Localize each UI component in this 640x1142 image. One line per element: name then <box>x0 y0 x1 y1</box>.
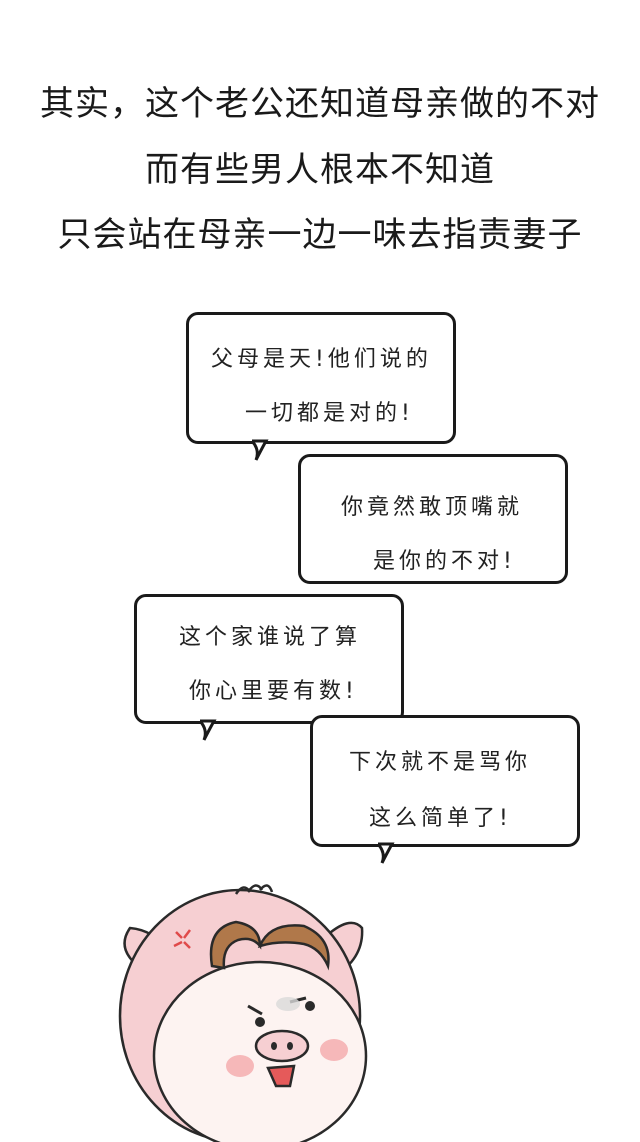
caption-line-2: 而有些男人根本不知道 <box>145 150 495 190</box>
bubble-1-line-2: 一切都是对的! <box>245 401 414 426</box>
pig-mouth <box>266 1064 296 1088</box>
speech-bubble-1: 父母是天!他们说的 一切都是对的! <box>186 312 456 444</box>
bubble-4-line-1: 下次就不是骂你 <box>349 750 532 775</box>
bubble-3-line-1: 这个家谁说了算 <box>179 625 362 650</box>
pig-snout <box>254 1029 310 1063</box>
bubble-1-line-1: 父母是天!他们说的 <box>211 347 432 372</box>
bubble-3-tail <box>198 719 217 741</box>
bubble-3-line-2: 你心里要有数! <box>189 679 358 704</box>
speech-bubble-3: 这个家谁说了算 你心里要有数! <box>134 594 404 724</box>
bubble-2-line-2: 是你的不对! <box>373 549 516 574</box>
pig-right-cheek <box>320 1039 348 1061</box>
bubble-1-tail <box>250 439 269 461</box>
anger-mark-icon <box>173 929 191 949</box>
caption-line-1: 其实，这个老公还知道母亲做的不对 <box>40 84 600 124</box>
bubble-2-line-1: 你竟然敢顶嘴就 <box>341 495 524 520</box>
bubble-4-line-2: 这么简单了! <box>369 806 512 831</box>
speech-bubble-2: 你竟然敢顶嘴就 是你的不对! <box>298 454 568 584</box>
speech-bubble-4: 下次就不是骂你 这么简单了! <box>310 715 580 847</box>
bubble-4-tail <box>376 842 395 864</box>
caption-line-3: 只会站在母亲一边一味去指责妻子 <box>57 215 583 255</box>
pig-left-eye <box>255 1017 265 1027</box>
pig-right-eye <box>305 1001 315 1011</box>
pig-left-cheek <box>226 1055 254 1077</box>
pig-mustache-right <box>257 924 330 971</box>
pig-character-illustration <box>118 884 368 1142</box>
